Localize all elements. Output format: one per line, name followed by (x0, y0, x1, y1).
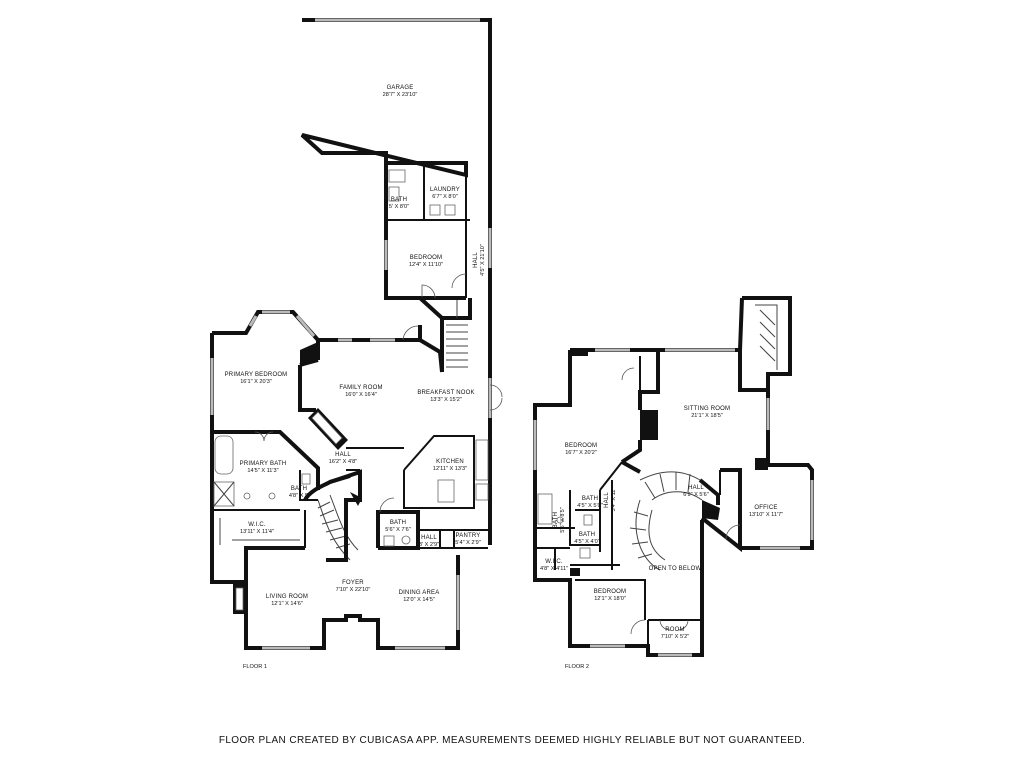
room-name: BEDROOM (594, 589, 626, 595)
floor-2-labels: SITTING ROOM 21'1" X 18'5" BEDROOM 16'7"… (540, 406, 783, 670)
room-dims: 16'7" X 20'2" (565, 450, 597, 456)
room-dims: 5'6" X 7'6" (385, 527, 410, 533)
room-dims: 6'9" X 5'6" (683, 492, 708, 498)
room-name: BATH (390, 520, 406, 526)
room-name: OFFICE (754, 505, 777, 511)
room-dims: 21'1" X 18'5" (691, 413, 723, 419)
room-name: KITCHEN (436, 459, 464, 465)
room-name: HALL (604, 492, 610, 508)
room-dims: 5'4" X 2'9" (455, 540, 480, 546)
floor-2-label: FLOOR 2 (565, 664, 589, 670)
room-dims: 3' X 2'9" (419, 542, 439, 548)
room-dims: 16'1" X 20'3" (240, 379, 272, 385)
room-name: FAMILY ROOM (339, 385, 382, 391)
room-dims: 7'10" X 22'10" (336, 587, 371, 593)
room-name: BREAKFAST NOOK (417, 390, 474, 396)
room-name: BATH (291, 486, 307, 492)
room-dims: 7'10" X 5'2" (661, 634, 690, 640)
room-name: GARAGE (387, 85, 414, 91)
room-name: HALL (421, 535, 437, 541)
floor-1-plan (210, 18, 503, 650)
room-name: LAUNDRY (430, 187, 460, 193)
room-name: HALL (335, 452, 351, 458)
room-name: PANTRY (456, 533, 481, 539)
room-name: W.I.C. (248, 522, 266, 528)
room-dims: 13'3" X 15'2" (430, 397, 462, 403)
room-dims: 4'8" X 5' (289, 493, 309, 499)
room-dims: 13'10" X 11'7" (749, 512, 783, 518)
room-dims: 13'11" X 11'4" (240, 529, 274, 535)
room-dims: 5'5" X 8'5" (560, 507, 566, 532)
room-dims: 12'1" X 14'6" (271, 601, 303, 607)
room-dims: 4'5" X 4'0" (574, 539, 599, 545)
room-dims: 4'5" X 21'10" (480, 244, 486, 276)
disclaimer-footer: FLOOR PLAN CREATED BY CUBICASA APP. MEAS… (218, 735, 806, 746)
room-name: SITTING ROOM (684, 406, 730, 412)
room-name: LIVING ROOM (266, 594, 308, 600)
room-dims: 4'8" X 4'11" (540, 566, 568, 572)
room-name: DINING AREA (399, 590, 440, 596)
room-name: BEDROOM (410, 255, 442, 261)
room-name: PRIMARY BEDROOM (225, 372, 288, 378)
room-name: BATH (553, 512, 559, 528)
bedroom-2-walls (570, 348, 660, 410)
room-dims: 3'4" X 11' (611, 489, 617, 512)
room-dims: 4'5" X 5'0" (577, 503, 602, 509)
room-name: HALL (688, 485, 704, 491)
room-dims: 12'0" X 14'5" (403, 597, 435, 603)
room-name: HALL (473, 252, 479, 268)
room-name: OPEN TO BELOW (649, 566, 702, 572)
room-dims: 5' X 8'0" (389, 204, 409, 210)
room-name: BEDROOM (565, 443, 597, 449)
sitting-room-walls (658, 348, 814, 550)
room-dims: 14'5" X 11'3" (247, 468, 278, 474)
room-dims: 12'4" X 11'10" (409, 262, 443, 268)
floor-1-label: FLOOR 1 (243, 664, 267, 670)
room-dims: 16'0" X 16'4" (345, 392, 377, 398)
room-dims: 28'7" X 23'10" (383, 92, 418, 98)
room-dims: 6'7" X 8'0" (432, 194, 457, 200)
floor-2-plan (533, 296, 814, 657)
room-name: BATH (391, 197, 407, 203)
room-dims: 16'2" X 4'8" (329, 459, 358, 465)
room-name: BATH (582, 496, 598, 502)
living-room-walls (244, 548, 460, 650)
room-dims: 12'11" X 13'3" (433, 466, 467, 472)
room-name: PRIMARY BATH (240, 461, 287, 467)
room-name: BATH (579, 532, 595, 538)
room-dims: 12'1" X 18'0" (594, 596, 626, 602)
room-name: ROOM (665, 627, 684, 633)
room-name: W.I.C. (545, 559, 563, 565)
room-name: FOYER (342, 580, 364, 586)
floor-1-labels: GARAGE 28'7" X 23'10" BATH 5' X 8'0" LAU… (225, 85, 486, 670)
